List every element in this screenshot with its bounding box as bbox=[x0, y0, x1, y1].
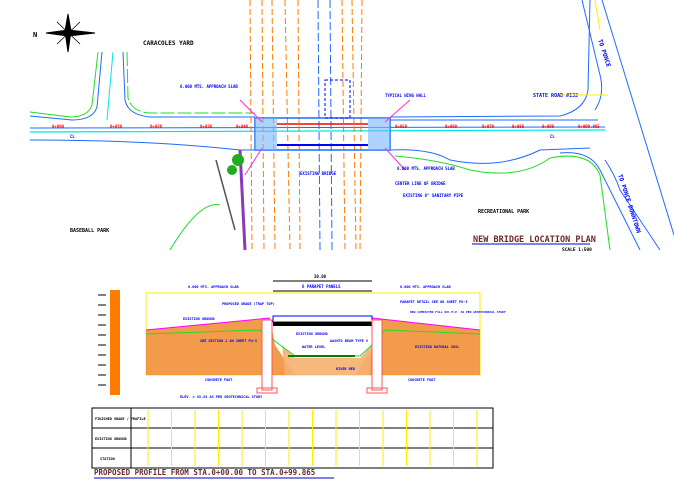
station-label: 0+040 bbox=[236, 124, 249, 129]
compass-label: N bbox=[33, 31, 37, 39]
cl-marker: CL bbox=[70, 134, 75, 139]
profile-new-fill: NEW COMPACTED FILL 98% M.P. AS PER GEOTE… bbox=[410, 310, 506, 314]
cl-marker: CL bbox=[550, 134, 555, 139]
profile-approach-left: 6.000 MTS. APPROACH SLAB bbox=[188, 285, 239, 289]
table-row-label: STATION bbox=[100, 457, 115, 461]
label-center-line: CENTER LINE OF BRIDGE bbox=[395, 181, 446, 186]
elevation-ticks bbox=[98, 294, 106, 386]
station-label: 0+000 bbox=[52, 124, 65, 129]
label-baseball-park: BASEBALL PARK bbox=[70, 228, 109, 234]
label-caracoles-yard: CARACOLES YARD bbox=[143, 40, 194, 47]
north-arrow-icon bbox=[45, 13, 96, 53]
label-existing-bridge: EXISTING BRIDGE bbox=[300, 171, 337, 176]
station-label: 0+020 bbox=[150, 124, 163, 129]
station-label: 0+080 bbox=[512, 124, 525, 129]
profile-existing-ground-left: EXISTING GROUND bbox=[183, 317, 215, 321]
profile-elev: ELEV. = XX.XX AS PER GEOTECHNICAL STUDY bbox=[180, 395, 263, 399]
station-labels: 0+000 0+010 0+020 0+030 0+040 0+050 0+06… bbox=[52, 124, 600, 139]
profile-span: 30.00 bbox=[314, 274, 327, 279]
left-roads bbox=[29, 0, 598, 121]
profile-beam: AASHTO BEAM TYPE V bbox=[330, 339, 369, 343]
station-label: 0+050 bbox=[395, 124, 408, 129]
profile-foot-left: CONCRETE FOOT bbox=[205, 378, 232, 382]
label-approach-slab-left: 6.000 MTS. APPROACH SLAB bbox=[180, 84, 238, 89]
label-recreational-park: RECREATIONAL PARK bbox=[478, 209, 529, 215]
profile-existing-ground-mid: EXISTING GROUND bbox=[296, 332, 328, 336]
station-label: 0+099.865 bbox=[578, 124, 600, 129]
profile-title: PROPOSED PROFILE FROM STA.0+00.00 TO STA… bbox=[94, 468, 315, 477]
highway bbox=[559, 0, 674, 251]
lower-roads bbox=[29, 139, 611, 251]
table-row-label: FINISHED GRADE / PROFILE bbox=[95, 417, 146, 421]
river-contours bbox=[249, 0, 363, 251]
profile-proposed-grade: PROPOSED GRADE (TRAP TOP) bbox=[222, 302, 275, 306]
profile-table bbox=[91, 407, 494, 469]
label-wing-wall: TYPICAL WING WALL bbox=[385, 93, 427, 98]
tree-icon bbox=[232, 154, 244, 166]
elevation-scale-bar bbox=[110, 290, 120, 395]
profile-see-section: SEE SECTION 1 ON SHEET PU-3 bbox=[200, 339, 257, 343]
profile-river-bed: RIVER BED bbox=[336, 367, 355, 371]
tree-icon bbox=[227, 165, 237, 175]
station-label: 0+090 bbox=[542, 124, 555, 129]
station-label: 0+030 bbox=[200, 124, 213, 129]
bridge-plan bbox=[239, 79, 411, 176]
plan-title: NEW BRIDGE LOCATION PLAN bbox=[473, 235, 596, 245]
label-to-ponce: TO PONCE bbox=[596, 38, 612, 68]
profile-water-level: WATER LEVEL bbox=[302, 345, 325, 349]
profile-approach-right: 6.000 MTS. APPROACH SLAB bbox=[400, 285, 451, 289]
label-sanitary: EXISTING 8" SANITARY PIPE bbox=[403, 193, 464, 198]
plan-scale: SCALE 1:500 bbox=[562, 247, 592, 253]
label-approach-slab-right: 6.000 MTS. APPROACH SLAB bbox=[397, 166, 455, 171]
label-state-road: STATE ROAD #132 bbox=[533, 93, 578, 99]
table-row-label: EXISTING GROUND bbox=[95, 437, 127, 441]
profile-foot-right: CONCRETE FOOT bbox=[408, 378, 435, 382]
station-label: 0+070 bbox=[482, 124, 495, 129]
profile-natural-soil: EXISTING NATURAL SOIL bbox=[415, 345, 459, 349]
bridge-profile bbox=[145, 280, 481, 394]
station-label: 0+060 bbox=[445, 124, 458, 129]
profile-parapet-detail: PARAPET DETAIL SEE ON SHEET PU-3 bbox=[400, 300, 467, 304]
profile-parapet: 6 PARAPET PANELS bbox=[302, 284, 341, 289]
station-label: 0+010 bbox=[110, 124, 123, 129]
center-line bbox=[29, 129, 606, 133]
label-to-ponce-downtown: TO PONCE DOWNTOWN bbox=[616, 173, 642, 234]
